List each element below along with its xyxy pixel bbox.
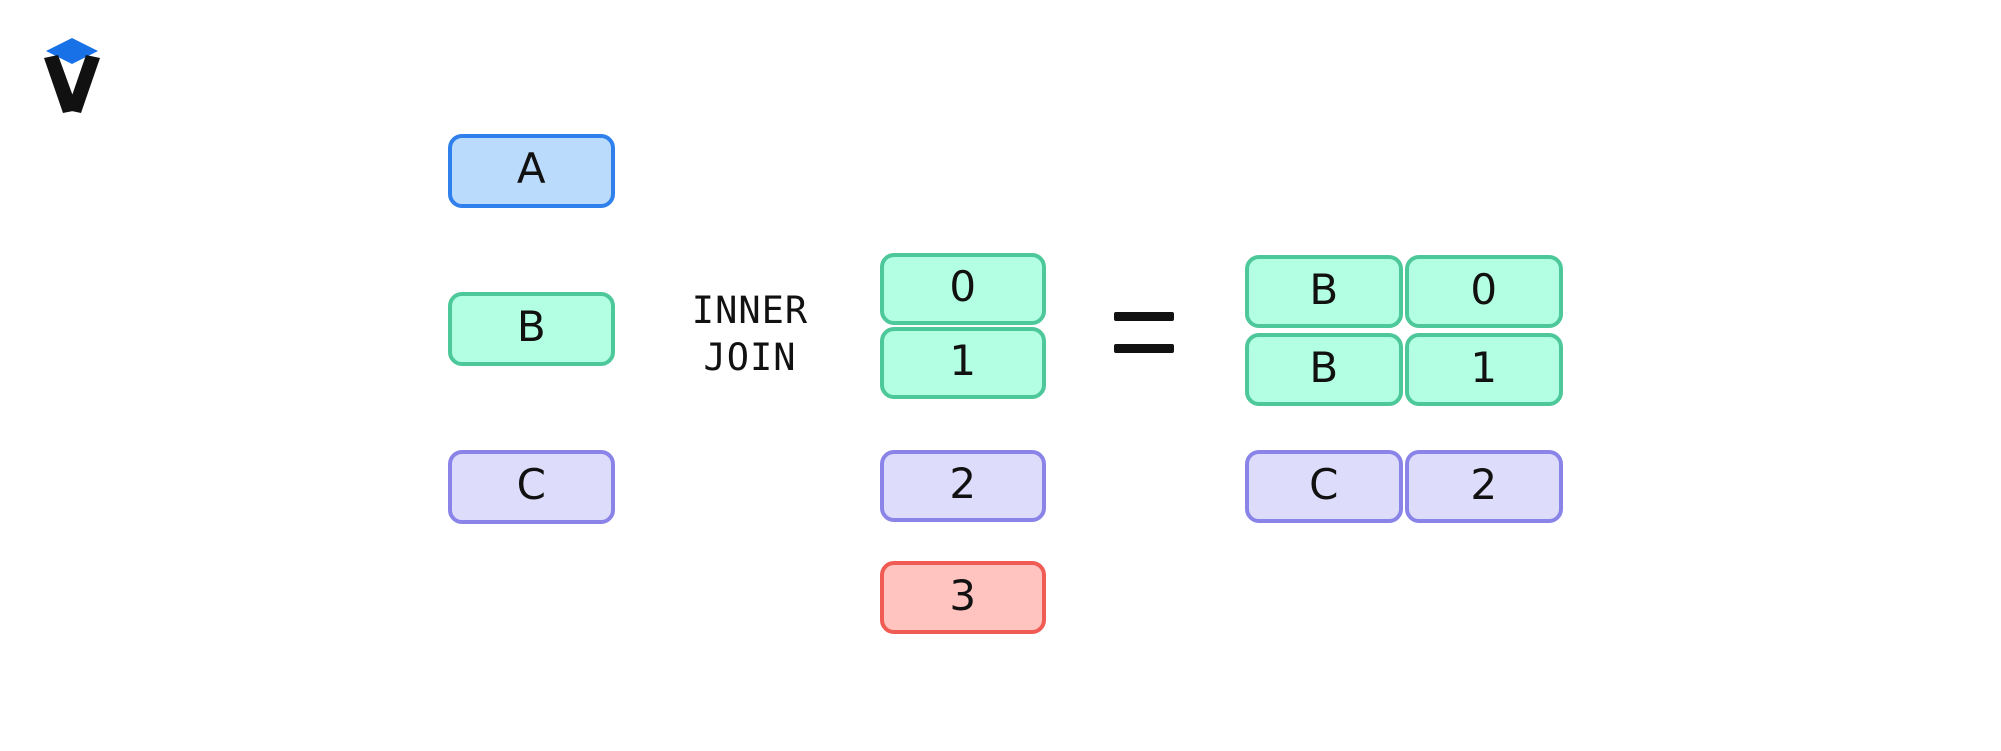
right-cell-3[interactable]: 3: [880, 561, 1046, 634]
logo-x-icon: [44, 55, 100, 113]
left-cell-c-label: C: [516, 460, 547, 509]
right-cell-1-label: 1: [949, 336, 977, 385]
result-cell-r0-right-label: 0: [1470, 264, 1498, 314]
result-cell-r0-right[interactable]: 0: [1405, 255, 1563, 328]
left-cell-a-label: A: [516, 144, 547, 193]
equals-sign: [1108, 296, 1180, 366]
right-cell-0-label: 0: [949, 262, 977, 311]
result-cell-r2-right[interactable]: 2: [1405, 450, 1563, 523]
logo-diamond-icon: [46, 38, 98, 64]
result-cell-r2-right-label: 2: [1470, 459, 1498, 509]
equals-bar-bottom: [1114, 344, 1174, 353]
inner-join-operator-label: INNER JOIN: [660, 288, 840, 381]
left-cell-a[interactable]: A: [448, 134, 615, 208]
left-cell-b[interactable]: B: [448, 292, 615, 366]
result-cell-r0-left-label: B: [1309, 264, 1339, 314]
result-cell-r1-right-label: 1: [1470, 342, 1498, 392]
equals-bar-top: [1114, 312, 1174, 321]
left-cell-b-label: B: [516, 302, 547, 351]
right-cell-3-label: 3: [949, 570, 977, 620]
right-cell-1[interactable]: 1: [880, 327, 1046, 399]
result-cell-r2-left[interactable]: C: [1245, 450, 1403, 523]
inner-join-line-2: JOIN: [703, 335, 797, 379]
app-logo[interactable]: [38, 34, 108, 114]
result-cell-r1-right[interactable]: 1: [1405, 333, 1563, 406]
result-cell-r0-left[interactable]: B: [1245, 255, 1403, 328]
right-cell-2-label: 2: [949, 459, 977, 508]
right-cell-2[interactable]: 2: [880, 450, 1046, 522]
result-cell-r2-left-label: C: [1309, 459, 1339, 509]
left-cell-c[interactable]: C: [448, 450, 615, 524]
result-cell-r1-left-label: B: [1309, 342, 1339, 392]
result-cell-r1-left[interactable]: B: [1245, 333, 1403, 406]
inner-join-line-1: INNER: [691, 289, 809, 332]
right-cell-0[interactable]: 0: [880, 253, 1046, 325]
